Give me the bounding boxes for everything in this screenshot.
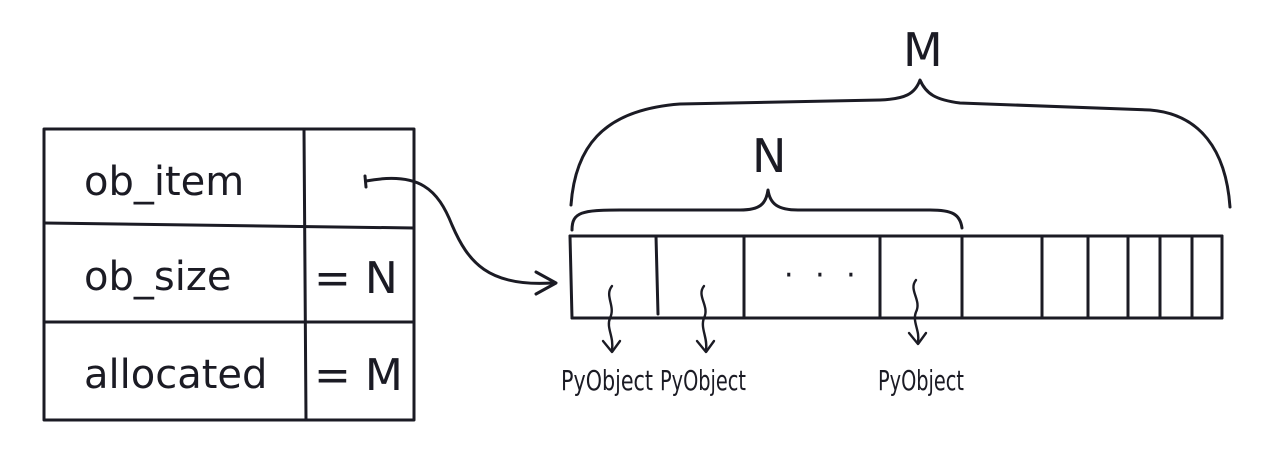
table-row-divider-1 (42, 221, 416, 230)
pyobject-label-1: PyObject (561, 364, 653, 397)
ob-item-pointer-arrow (363, 174, 558, 296)
squiggle-arrow-1 (607, 284, 614, 352)
brace-n-label: N (752, 129, 786, 183)
brace-m-shape (569, 78, 1232, 209)
array-cell-divider (654, 234, 660, 316)
squiggle-arrowhead-1 (601, 339, 622, 354)
squiggle-arrow-3 (912, 278, 920, 344)
brace-m-label: M (903, 23, 943, 77)
brace-m: M (569, 23, 1232, 209)
pointer-array: · · · (568, 234, 1224, 320)
value-allocated: = M (314, 350, 403, 401)
squiggle-arrowhead-2 (695, 339, 716, 354)
table-column-divider (302, 127, 308, 422)
pointer-curve (364, 176, 554, 285)
pyobject-label-3: PyObject (878, 364, 964, 397)
array-ellipsis: · · · (784, 258, 862, 293)
value-ob-size: = N (314, 253, 398, 304)
pointer-arrowhead (534, 270, 558, 296)
brace-n-shape (570, 188, 964, 232)
squiggle-arrowhead-3 (907, 331, 928, 346)
field-ob-size: ob_size (84, 254, 231, 300)
field-allocated: allocated (84, 352, 267, 398)
pyobject-arrows (601, 278, 928, 354)
array-left-edge (568, 234, 574, 320)
squiggle-arrow-2 (700, 284, 708, 352)
field-ob-item: ob_item (84, 159, 244, 205)
struct-table: ob_item ob_size allocated = N = M (42, 127, 416, 422)
pyobject-labels: PyObject PyObject PyObject (561, 364, 964, 397)
pyobject-label-2: PyObject (660, 364, 746, 397)
brace-n: N (570, 129, 964, 232)
